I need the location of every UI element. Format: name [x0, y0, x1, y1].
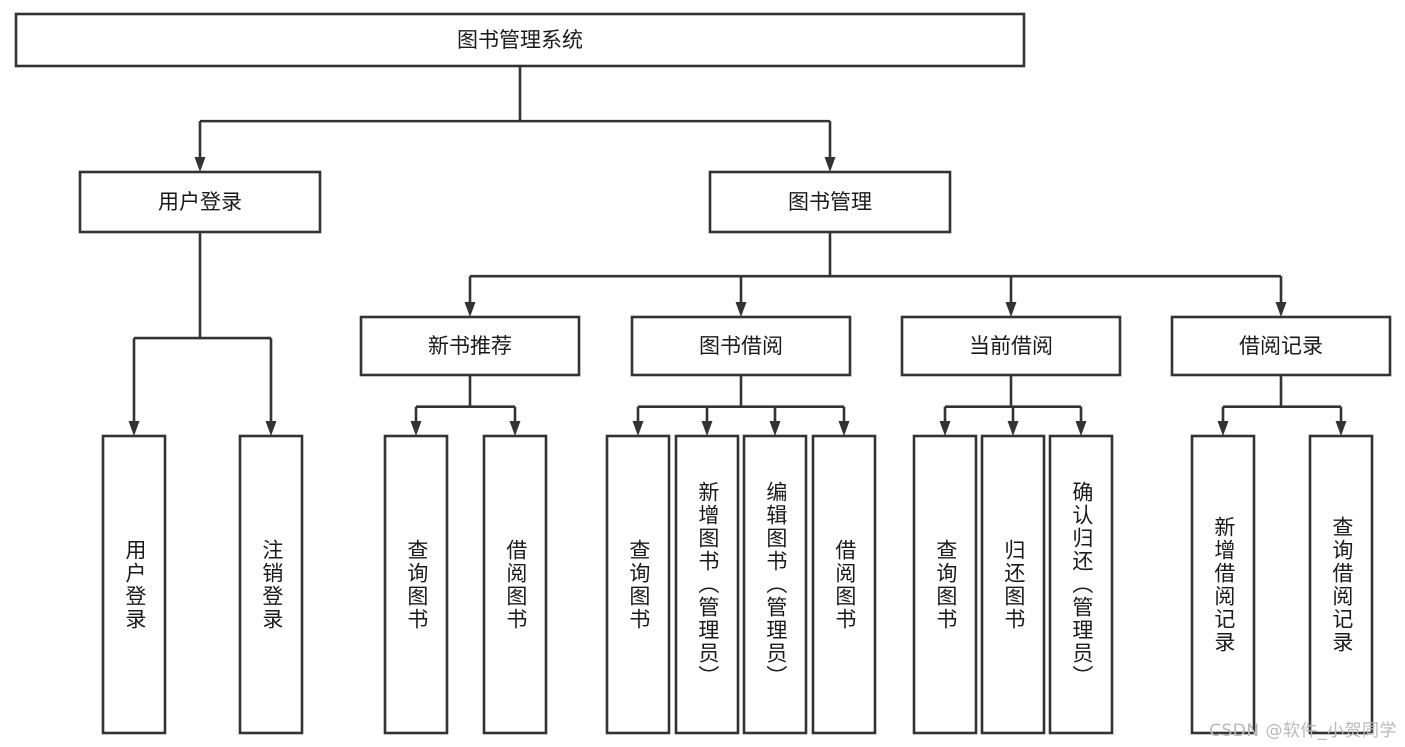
- arrow-head-icon: [632, 421, 644, 436]
- node-box: [674, 434, 740, 735]
- node-box: [708, 170, 952, 234]
- node-box: [238, 434, 304, 735]
- node-label: 用户登录: [158, 190, 242, 214]
- node-box: [14, 12, 1026, 68]
- node-leaf-borrow-book[interactable]: [811, 434, 877, 735]
- node-box: [900, 315, 1122, 377]
- watermark-text: CSDN @软件_小贺同学: [1209, 721, 1397, 741]
- arrow-head-icon: [939, 421, 951, 436]
- node-box: [359, 315, 581, 377]
- node-box: [383, 434, 449, 735]
- arrow-head-icon: [735, 302, 747, 317]
- arrow-head-icon: [464, 302, 476, 317]
- connector-layer: [128, 66, 1347, 436]
- node-leaf-edit-book[interactable]: [742, 434, 808, 735]
- arrow-head-icon: [410, 421, 422, 436]
- node-box: [912, 434, 978, 735]
- node-label: 当前借阅: [969, 334, 1053, 358]
- node-leaf-return-book[interactable]: [980, 434, 1046, 735]
- node-box: [482, 434, 548, 735]
- node-box: [980, 434, 1046, 735]
- arrow-head-icon: [1007, 421, 1019, 436]
- node-box: [742, 434, 808, 735]
- node-borrow-record[interactable]: 借阅记录: [1170, 315, 1392, 377]
- arrow-head-icon: [194, 157, 206, 172]
- node-book-manage[interactable]: 图书管理: [708, 170, 952, 234]
- arrow-head-icon: [838, 421, 850, 436]
- node-leaf-user-login[interactable]: [101, 434, 167, 735]
- arrow-head-icon: [1075, 421, 1087, 436]
- node-leaf-borrow-book-rec[interactable]: [482, 434, 548, 735]
- node-label: 图书管理: [788, 190, 872, 214]
- node-box: [630, 315, 852, 377]
- node-leaf-query-book-cur[interactable]: [912, 434, 978, 735]
- arrow-head-icon: [701, 421, 713, 436]
- arrow-head-icon: [265, 421, 277, 436]
- arrow-head-icon: [1005, 302, 1017, 317]
- node-book-borrow[interactable]: 图书借阅: [630, 315, 852, 377]
- arrow-head-icon: [509, 421, 521, 436]
- node-leaf-add-book[interactable]: [674, 434, 740, 735]
- node-current-borrow[interactable]: 当前借阅: [900, 315, 1122, 377]
- node-label: 图书借阅: [699, 334, 783, 358]
- arrow-head-icon: [824, 157, 836, 172]
- node-box: [1170, 315, 1392, 377]
- node-leaf-confirm-return[interactable]: [1048, 434, 1114, 735]
- arrow-head-icon: [1335, 421, 1347, 436]
- node-box: [1048, 434, 1114, 735]
- arrow-head-icon: [769, 421, 781, 436]
- node-leaf-query-record[interactable]: [1308, 434, 1374, 735]
- arrow-head-icon: [1217, 421, 1229, 436]
- node-box: [605, 434, 671, 735]
- arrow-head-icon: [128, 421, 140, 436]
- node-root[interactable]: 图书管理系统: [14, 12, 1026, 68]
- node-box: [1308, 434, 1374, 735]
- node-box: [101, 434, 167, 735]
- node-box: [811, 434, 877, 735]
- node-new-book-rec[interactable]: 新书推荐: [359, 315, 581, 377]
- node-leaf-add-record[interactable]: [1190, 434, 1256, 735]
- node-leaf-query-book-borrow[interactable]: [605, 434, 671, 735]
- arrow-head-icon: [1275, 302, 1287, 317]
- node-leaf-query-book-rec[interactable]: [383, 434, 449, 735]
- node-box: [1190, 434, 1256, 735]
- node-label: 借阅记录: [1239, 334, 1323, 358]
- node-leaf-logout[interactable]: [238, 434, 304, 735]
- node-label: 图书管理系统: [457, 28, 583, 52]
- node-box: [78, 170, 322, 234]
- node-user-login[interactable]: 用户登录: [78, 170, 322, 234]
- node-label: 新书推荐: [428, 334, 512, 358]
